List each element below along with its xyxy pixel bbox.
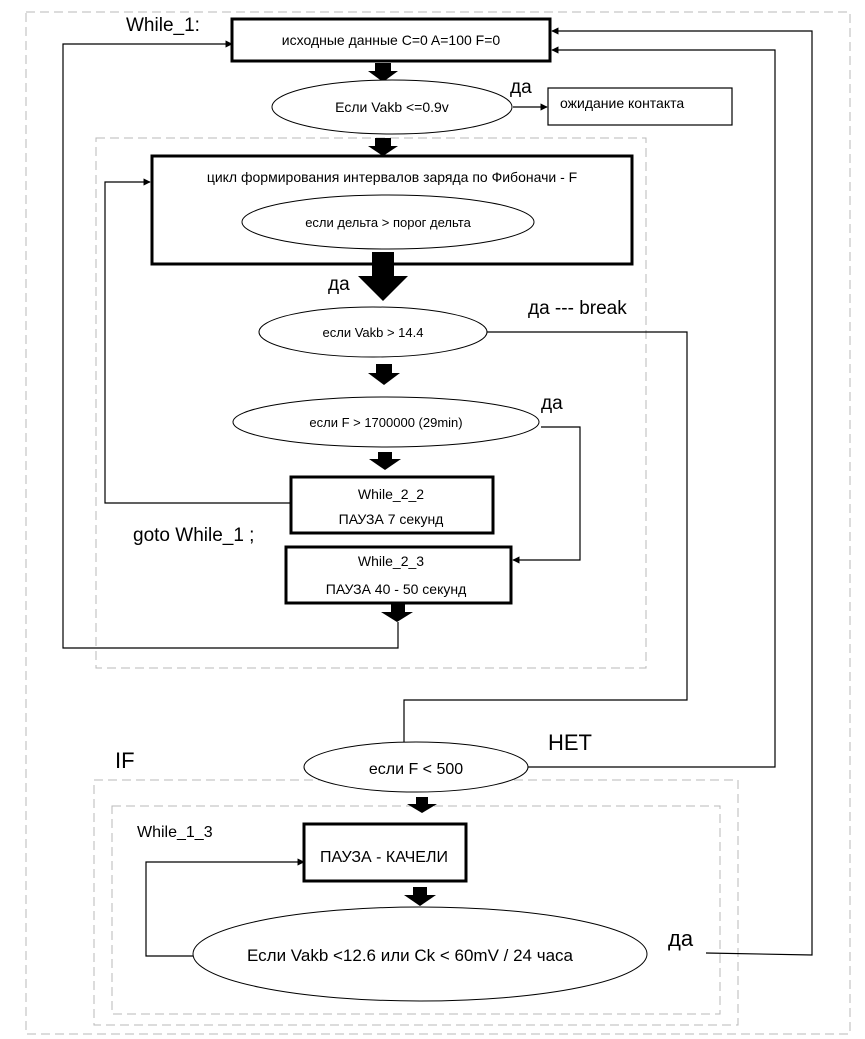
big-arrow-1 [368,63,398,82]
init-text: исходные данные C=0 A=100 F=0 [282,32,501,48]
label-if: IF [115,748,135,773]
wait-contact-box [547,87,733,126]
cond-final [192,906,648,1002]
inner-loop-frame [95,137,647,669]
cond-vakb-low [271,79,513,135]
while-2-2-body: ПАУЗА 7 секунд [339,511,444,527]
cond-delta-text: если дельта > порог дельта [305,215,471,230]
big-arrow-6 [381,604,413,622]
label-no-f500: НЕТ [548,730,592,755]
big-arrow-3 [358,252,408,301]
big-arrow-5 [369,452,401,470]
while-2-3-box [284,545,513,605]
while-2-3-title: While_2_3 [358,553,424,569]
label-yes-f-limit: да [541,393,563,414]
cond-vakb-high [258,306,488,358]
label-yes-vakb-low: да [510,77,532,98]
cond-vakb-low-text: Если Vakb <=0.9v [335,99,449,115]
while-2-3-body: ПАУЗА 40 - 50 секунд [326,581,467,597]
big-arrow-7 [407,797,437,813]
label-yes-final: да [668,926,694,951]
label-yes-break: да --- break [528,298,627,319]
big-arrow-8 [404,887,436,906]
arrow-to-while-2-3 [512,426,581,564]
cond-vakb-high-text: если Vakb > 14.4 [323,325,424,340]
cond-f500 [303,741,529,793]
cond-f-limit-text: если F > 1700000 (29min) [309,415,462,430]
while-1-3-frame [111,805,721,1015]
fib-cycle-text: цикл формирования интервалов заряда по Ф… [207,169,577,185]
loop-back-to-pause-swing [145,858,305,957]
label-while-1: While_1: [126,15,200,36]
while-2-2-title: While_2_2 [358,486,424,502]
init-box [230,17,552,63]
cond-f-limit [232,396,540,448]
pause-swing-box [302,822,468,883]
pause-swing-text: ПАУЗА - КАЧЕЛИ [320,849,448,866]
big-arrow-2 [368,138,398,156]
label-yes-main: да [328,274,350,295]
while-2-2-box [289,475,495,535]
outer-frame [25,11,851,1035]
loop-back-to-fib-cycle [104,178,290,504]
label-goto-while-1: goto While_1 ; [133,525,254,546]
final-yes-to-while-1 [551,27,813,956]
cond-delta [241,194,535,250]
no-to-while-1 [528,46,776,768]
cond-final-text: Если Vakb <12.6 или Ck < 60mV / 24 часа [247,946,574,965]
cond-f500-text: если F < 500 [369,761,463,778]
wait-contact-text: ожидание контакта [560,95,684,111]
break-to-f500 [400,331,688,758]
label-while-1-3: While_1_3 [137,824,213,841]
loop-back-to-while-1 [62,40,399,649]
big-arrow-4 [368,364,400,385]
